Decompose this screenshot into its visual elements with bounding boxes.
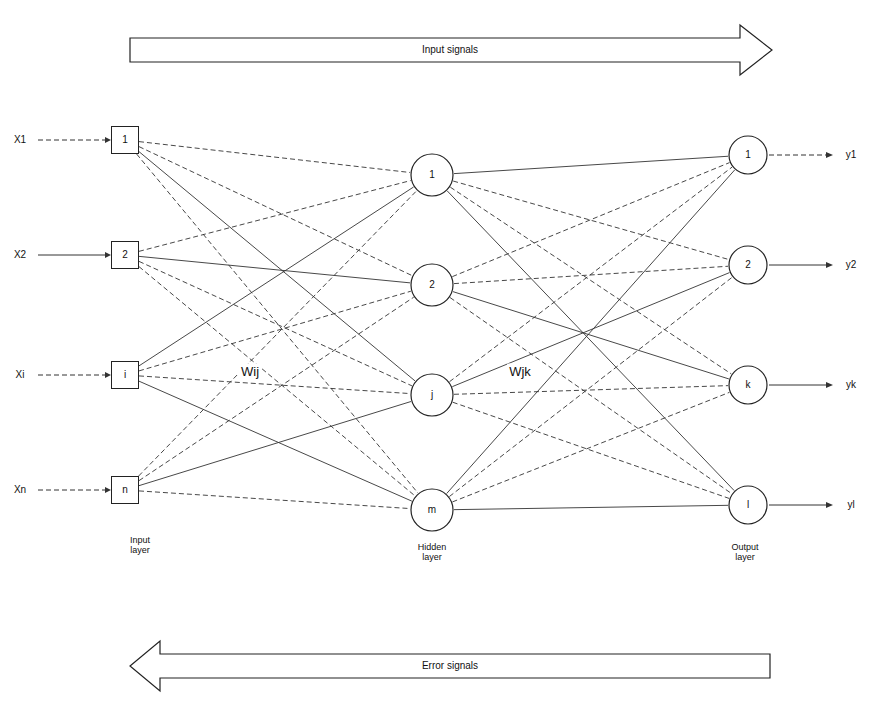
weight-connection [453,402,729,498]
weight-connection [447,170,735,494]
weight-connection [139,291,411,371]
lead-arrowheads [105,137,833,508]
neuron-index: i [124,370,126,380]
output-neuron: 1 [728,135,768,175]
input-lead [38,375,105,376]
weight-connection [452,273,729,387]
weight-connection [450,167,733,382]
weight-connection [139,491,410,509]
output-lead [769,265,826,266]
neuron-index: j [431,390,433,400]
weight-connection [453,292,729,379]
weight-connection [452,392,729,502]
signal-label: Error signals [422,660,478,672]
neuron-index: 2 [122,250,128,260]
output-neuron: 2 [728,245,768,285]
output-variable: yk [846,379,856,391]
weight-connection [139,376,410,394]
neuron-index: 1 [429,170,435,180]
output-neuron: k [728,365,768,405]
weight-connection [139,191,417,476]
input-variable: X1 [14,134,26,146]
weight-connection [139,267,415,496]
output-variable: yl [847,499,854,511]
neuron-index: 2 [745,260,751,270]
weight-connection [139,256,410,282]
input-variable: X2 [14,249,26,261]
output-neuron: l [728,485,768,525]
weight-connection [139,187,414,366]
arrowhead [826,262,833,268]
layer-label: Input layer [120,535,160,556]
neuron-index: 2 [429,280,435,290]
neuron-circle [411,154,453,196]
weight-connection [139,381,412,501]
output-variable: y1 [846,149,857,161]
neuron-circle [729,486,767,524]
weight-connection [454,505,728,509]
output-lead [769,155,826,156]
neuron-index: k [746,380,751,390]
neuron-circle [729,246,767,284]
signal-label: Input signals [422,44,478,56]
input-lead [38,140,105,141]
weight-connection [453,181,729,259]
weight-connection [450,187,731,374]
weight-label: Wjk [507,364,533,381]
weight-connection [139,147,412,276]
weight-connection [452,163,729,277]
layer-label: Output layer [723,542,767,563]
weight-connection [139,142,410,173]
neuron-circle [411,374,453,416]
arrowhead [826,502,833,508]
input-signal-arrow [130,25,772,75]
neuron-circle [729,136,767,174]
neuron-index: m [428,505,436,515]
weight-connection [139,297,414,480]
weight-label: Wij [239,364,261,381]
neuron-index: l [747,500,749,510]
input-variable: Xi [16,369,25,381]
arrowhead [826,152,833,158]
input-leads [38,140,826,505]
output-variable: y2 [846,259,857,271]
hidden-neuron: m [410,488,454,532]
neuron-index: 1 [745,150,751,160]
error-signal-arrow [130,641,770,691]
input-lead [38,255,105,256]
weight-connection [447,191,734,491]
hidden-neuron: j [410,373,454,417]
weight-connection [450,298,732,494]
weight-connection [139,402,411,486]
weight-connection [139,152,415,381]
hidden-neuron: 1 [410,153,454,197]
input-neuron: i [111,361,139,389]
hidden-neuron: 2 [410,263,454,307]
weight-connection [454,156,728,173]
layer-label: Hidden layer [410,542,454,563]
neuron-circle [411,264,453,306]
output-lead [769,385,826,386]
input-neuron: 1 [111,126,139,154]
neuron-index: 1 [122,135,128,145]
weight-connection [449,277,732,496]
neuron-index: n [122,485,128,495]
input-neuron: 2 [111,241,139,269]
weight-connection [454,266,728,283]
input-variable: Xn [14,484,26,496]
input-lead [38,490,105,491]
arrowhead [826,382,833,388]
input-neuron: n [111,476,139,504]
neuron-circle [729,366,767,404]
weight-connection [139,261,412,385]
neuron-circle [411,489,453,531]
output-lead [769,505,826,506]
